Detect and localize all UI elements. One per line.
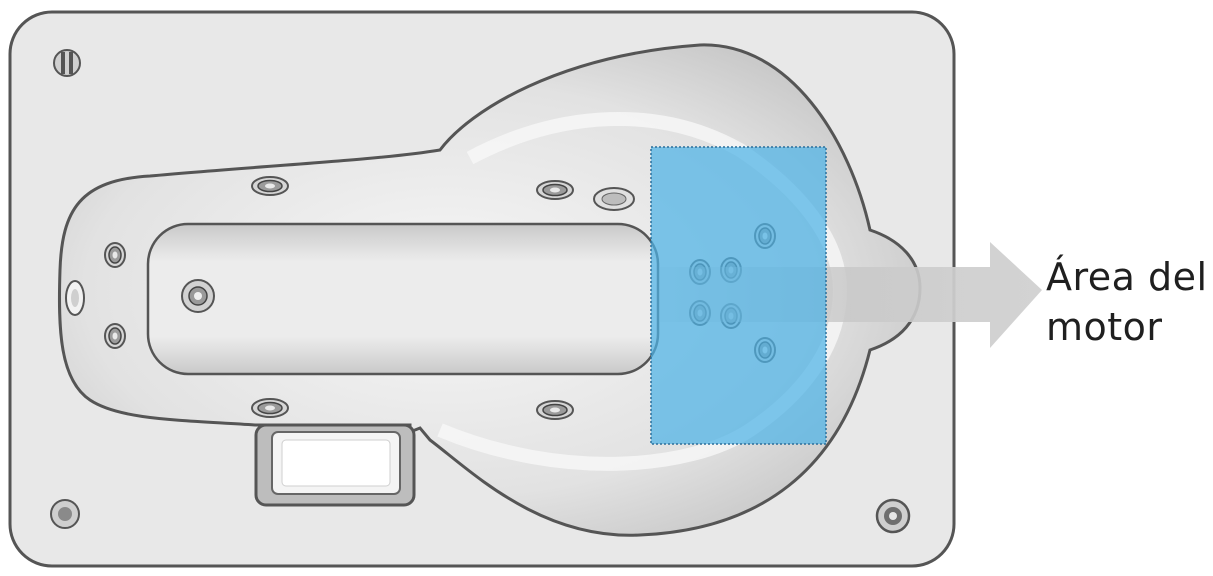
jet-nozzle-icon: [104, 323, 126, 349]
jet-nozzle-icon: [104, 242, 126, 268]
jet-nozzle-icon: [536, 180, 574, 200]
jet-nozzle-icon: [536, 400, 574, 420]
motor-area-highlight: [650, 146, 827, 445]
air-valve-icon: [875, 498, 911, 534]
tub-basin: [146, 222, 660, 376]
overflow-icon: [65, 280, 85, 316]
air-valve-icon: [593, 187, 635, 211]
drain-icon: [181, 279, 215, 313]
control-panel: [254, 423, 416, 507]
motor-area-label: Área del motor: [1046, 252, 1208, 352]
motor-area-label-line2: motor: [1046, 305, 1163, 349]
jet-nozzle-icon: [251, 398, 289, 418]
motor-area-label-line1: Área del: [1046, 255, 1208, 299]
jet-nozzle-icon: [251, 176, 289, 196]
corner-fitting-icon: [53, 49, 81, 77]
drain-icon: [50, 499, 80, 529]
